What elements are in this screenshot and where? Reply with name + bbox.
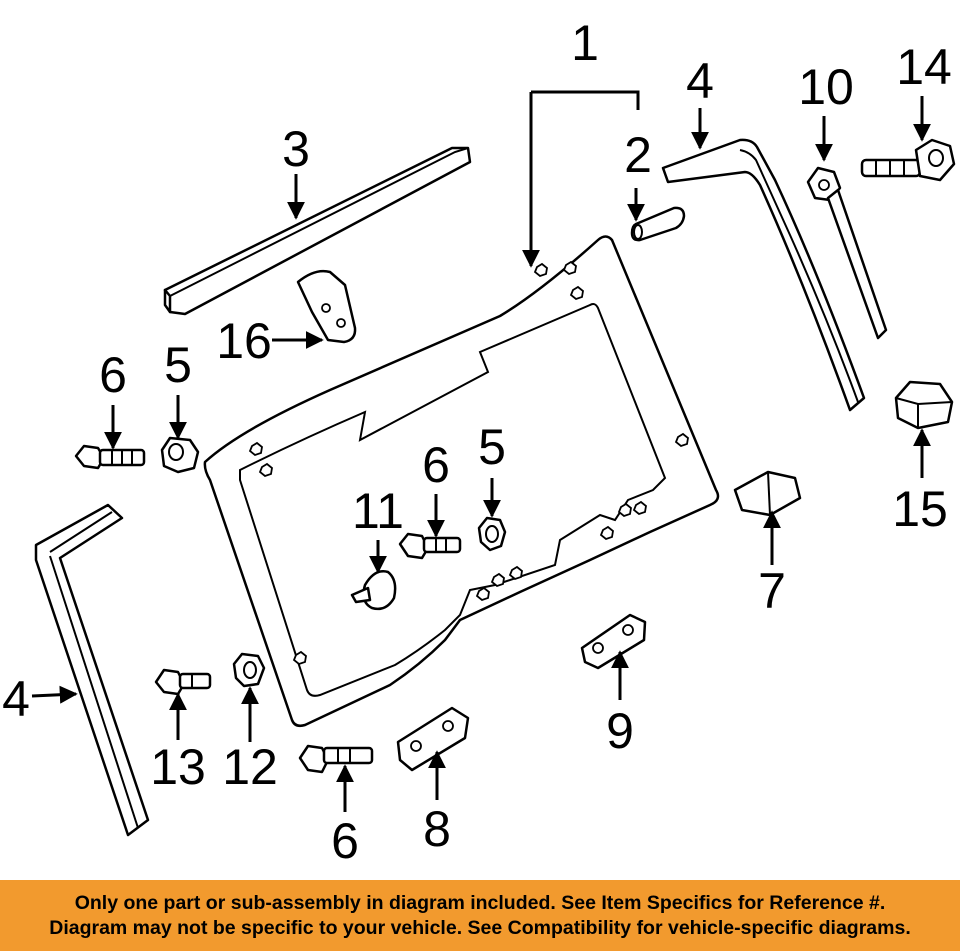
callout-16: 16 [216,313,272,369]
pin-part [630,206,686,242]
callout-12: 12 [222,739,278,795]
callout-5-mid: 5 [478,419,506,475]
callout-7: 7 [758,563,786,619]
callout-2: 2 [624,127,652,183]
callout-6-mid: 6 [422,437,450,493]
parts-diagram: 1 2 3 4 4 5 5 6 6 6 7 8 9 10 11 12 13 14… [2,15,956,869]
side-molding-left-part [34,503,150,837]
gas-strut-part [806,166,888,340]
callout-1: 1 [571,15,599,71]
bumper-block-part [733,470,802,517]
hinge-part [296,269,357,344]
disclaimer-line-1: Only one part or sub-assembly in diagram… [74,891,886,914]
callout-4-left: 4 [2,671,30,727]
callout-3: 3 [282,121,310,177]
callout-11: 11 [352,483,404,539]
bolt-left-part [74,444,146,470]
side-molding-right-part [661,138,866,412]
stud-13-part [154,668,212,696]
leader-lines [31,90,931,812]
disclaimer-banner: Only one part or sub-assembly in diagram… [0,880,960,951]
nut-mid-part [477,516,507,552]
upper-weatherstrip-part [163,146,472,316]
bracket-9-part [580,613,647,670]
callout-9: 9 [606,703,634,759]
nut-left-part [160,436,200,474]
bolt-bottom-part [298,744,374,774]
disclaimer-line-2: Diagram may not be specific to your vehi… [49,916,911,939]
stud-cap-part [350,570,397,611]
callout-4-top: 4 [686,53,714,109]
bolt-mid-part [398,532,462,560]
callout-13: 13 [150,739,206,795]
bracket-8-part [396,706,470,772]
callout-6-bottom: 6 [331,813,359,869]
callout-6-left: 6 [99,347,127,403]
liftgate-glass-part [203,235,720,728]
bolt-14-part [860,138,956,182]
callout-15: 15 [892,481,948,537]
callout-14: 14 [896,39,952,95]
nut-15-part [894,380,954,430]
callout-8: 8 [423,801,451,857]
nut-12-part [232,652,266,688]
callout-10: 10 [798,59,854,115]
callout-5-left: 5 [164,337,192,393]
